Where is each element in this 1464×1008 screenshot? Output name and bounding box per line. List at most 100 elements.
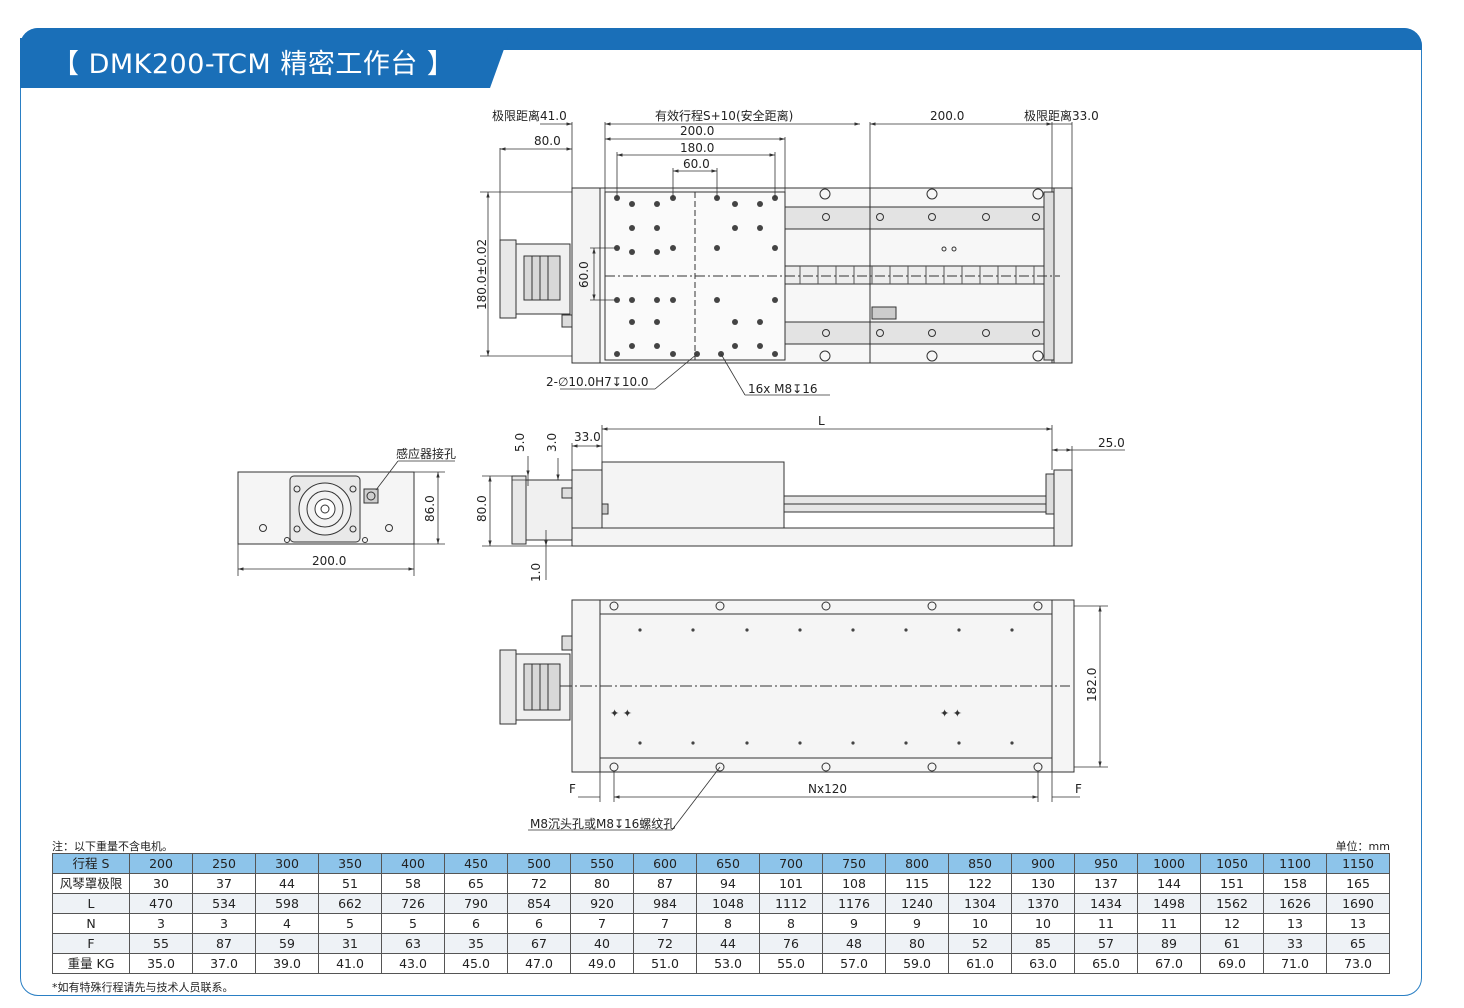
row-header: N bbox=[52, 913, 130, 934]
table-cell: 53.0 bbox=[696, 953, 760, 974]
table-cell: 71.0 bbox=[1263, 953, 1327, 974]
table-cell: 1690 bbox=[1326, 893, 1390, 914]
table-cell: 51 bbox=[318, 873, 382, 894]
svg-text:✦ ✦: ✦ ✦ bbox=[610, 707, 632, 720]
table-footnote: *如有特殊行程请先与技术人员联系。 bbox=[52, 981, 234, 994]
table-cell: 87 bbox=[192, 933, 256, 954]
table-cell: 63.0 bbox=[1011, 953, 1075, 974]
dim-200: 200.0 bbox=[680, 124, 714, 138]
table-cell: 550 bbox=[570, 853, 634, 874]
table-cell: 37 bbox=[192, 873, 256, 894]
title-tab bbox=[20, 38, 508, 88]
table-cell: 1304 bbox=[948, 893, 1012, 914]
dim-front-1: 1.0 bbox=[529, 563, 543, 582]
table-cell: 73.0 bbox=[1326, 953, 1390, 974]
table-cell: 11 bbox=[1074, 913, 1138, 934]
table-cell: 40 bbox=[570, 933, 634, 954]
table-cell: 33 bbox=[1263, 933, 1327, 954]
table-cell: 1370 bbox=[1011, 893, 1075, 914]
table-cell: 6 bbox=[507, 913, 571, 934]
table-cell: 80 bbox=[885, 933, 949, 954]
row-header: L bbox=[52, 893, 130, 914]
row-header: F bbox=[52, 933, 130, 954]
table-cell: 900 bbox=[1011, 853, 1075, 874]
table-cell: 41.0 bbox=[318, 953, 382, 974]
dim-stroke: 有效行程S+10(安全距离) bbox=[655, 108, 793, 123]
table-cell: 65 bbox=[1326, 933, 1390, 954]
table-cell: 950 bbox=[1074, 853, 1138, 874]
table-cell: 6 bbox=[444, 913, 508, 934]
table-cell: 45.0 bbox=[444, 953, 508, 974]
table-cell: 250 bbox=[192, 853, 256, 874]
svg-text:✦ ✦: ✦ ✦ bbox=[940, 707, 962, 720]
table-cell: 31 bbox=[318, 933, 382, 954]
table-cell: 8 bbox=[759, 913, 823, 934]
table-cell: 1240 bbox=[885, 893, 949, 914]
table-cell: 5 bbox=[318, 913, 382, 934]
table-cell: 51.0 bbox=[633, 953, 697, 974]
front-view bbox=[482, 425, 1125, 580]
table-cell: 61.0 bbox=[948, 953, 1012, 974]
table-cell: 920 bbox=[570, 893, 634, 914]
table-cell: 1434 bbox=[1074, 893, 1138, 914]
table-cell: 12 bbox=[1200, 913, 1264, 934]
table-cell: 47.0 bbox=[507, 953, 571, 974]
table-cell: 650 bbox=[696, 853, 760, 874]
table-cell: 122 bbox=[948, 873, 1012, 894]
table-cell: 1498 bbox=[1137, 893, 1201, 914]
dim-80: 80.0 bbox=[534, 134, 561, 148]
row-header: 重量 KG bbox=[52, 953, 130, 974]
table-cell: 89 bbox=[1137, 933, 1201, 954]
table-cell: 450 bbox=[444, 853, 508, 874]
table-cell: 984 bbox=[633, 893, 697, 914]
dim-front-L: L bbox=[818, 414, 825, 428]
table-cell: 151 bbox=[1200, 873, 1264, 894]
table-cell: 59 bbox=[255, 933, 319, 954]
table-cell: 43.0 bbox=[381, 953, 445, 974]
row-header: 行程 S bbox=[52, 853, 130, 874]
table-cell: 13 bbox=[1326, 913, 1390, 934]
label-bottom-holes: M8沉头孔或M8↧16螺纹孔 bbox=[530, 817, 675, 831]
table-cell: 10 bbox=[1011, 913, 1075, 934]
table-cell: 500 bbox=[507, 853, 571, 874]
page-title: 【 DMK200-TCM 精密工作台 】 bbox=[52, 49, 455, 80]
dimension-labels: 极限距离41.0 有效行程S+10(安全距离) 200.0 极限距离33.0 8… bbox=[312, 108, 1125, 831]
dim-end-200: 200.0 bbox=[312, 554, 346, 568]
table-cell: 300 bbox=[255, 853, 319, 874]
table-cell: 850 bbox=[948, 853, 1012, 874]
table-cell: 158 bbox=[1263, 873, 1327, 894]
table-cell: 10 bbox=[948, 913, 1012, 934]
table-cell: 534 bbox=[192, 893, 256, 914]
row-header: 风琴罩极限 bbox=[52, 873, 130, 894]
table-cell: 44 bbox=[255, 873, 319, 894]
table-cell: 69.0 bbox=[1200, 953, 1264, 974]
table-cell: 4 bbox=[255, 913, 319, 934]
dim-60: 60.0 bbox=[683, 157, 710, 171]
table-cell: 200 bbox=[129, 853, 193, 874]
table-cell: 470 bbox=[129, 893, 193, 914]
table-cell: 67.0 bbox=[1137, 953, 1201, 974]
table-cell: 57.0 bbox=[822, 953, 886, 974]
table-cell: 662 bbox=[318, 893, 382, 914]
table-unit: 单位：mm bbox=[1335, 840, 1390, 853]
dim-height-180: 180.0±0.02 bbox=[475, 239, 489, 310]
table-cell: 35.0 bbox=[129, 953, 193, 974]
dim-front-33: 33.0 bbox=[574, 430, 601, 444]
table-cell: 55 bbox=[129, 933, 193, 954]
table-cell: 350 bbox=[318, 853, 382, 874]
table-cell: 63 bbox=[381, 933, 445, 954]
table-cell: 9 bbox=[822, 913, 886, 934]
table-cell: 9 bbox=[885, 913, 949, 934]
table-cell: 59.0 bbox=[885, 953, 949, 974]
table-cell: 1000 bbox=[1137, 853, 1201, 874]
table-cell: 1176 bbox=[822, 893, 886, 914]
table-cell: 48 bbox=[822, 933, 886, 954]
dim-bottom-pitch: Nx120 bbox=[808, 782, 847, 796]
